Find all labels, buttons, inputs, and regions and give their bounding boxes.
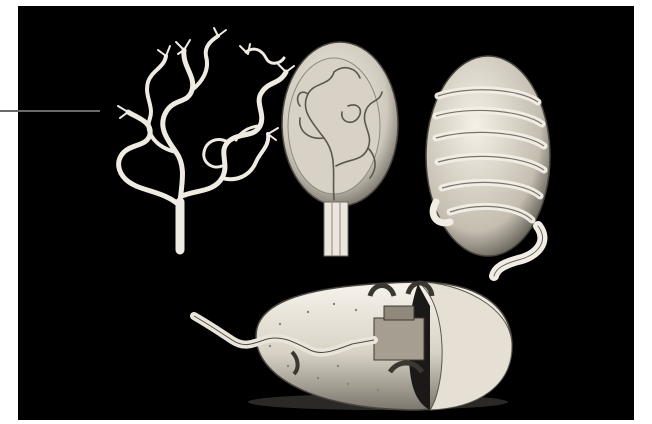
branching-vessel-illustration xyxy=(118,28,294,250)
encapsulated-vessel-illustration xyxy=(282,42,398,256)
coiled-vessel-illustration xyxy=(426,56,550,276)
cutaway-capsule-illustration xyxy=(194,282,512,410)
illustration-svg xyxy=(18,6,634,420)
pointer-line xyxy=(0,110,100,112)
illustration-plate xyxy=(18,6,634,420)
